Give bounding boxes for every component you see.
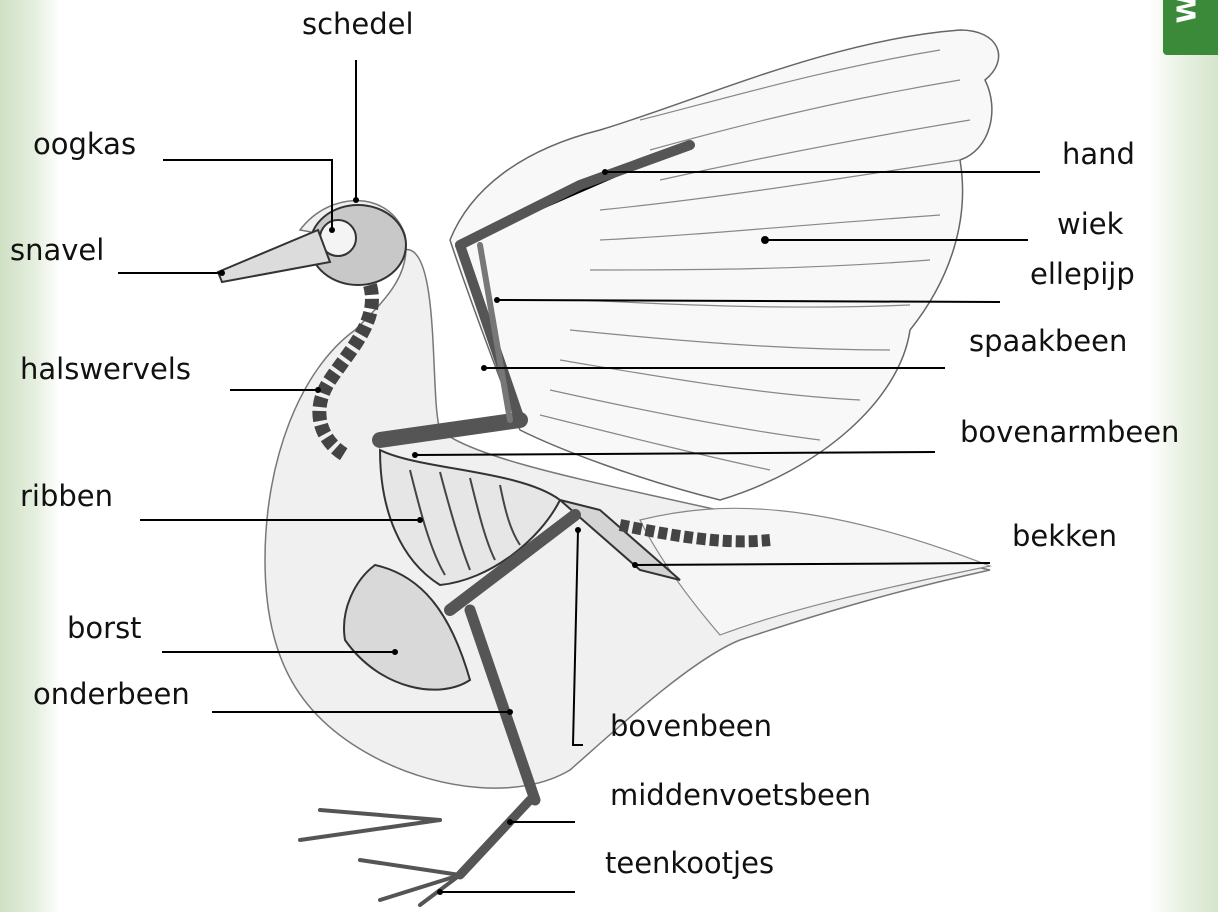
label-onderbeen: onderbeen [33,680,190,709]
label-spaakbeen: spaakbeen [969,327,1127,356]
leader-line-oogkas [163,160,332,230]
label-bekken: bekken [1012,522,1117,551]
label-schedel: schedel [302,10,414,39]
label-bovenarmbeen: bovenarmbeen [960,418,1179,447]
label-hand: hand [1062,140,1135,169]
label-middenvoetsbeen: middenvoetsbeen [610,781,871,810]
toes-shape [300,810,460,905]
wing-outline [450,30,999,500]
label-bovenbeen: bovenbeen [610,712,772,741]
label-borst: borst [67,614,142,643]
label-ribben: ribben [20,482,113,511]
label-ellepijp: ellepijp [1030,260,1135,289]
label-oogkas: oogkas [33,130,136,159]
label-halswervels: halswervels [20,355,191,384]
label-wiek: wiek [1057,210,1123,239]
beak-shape [218,230,330,282]
tarsus-shape [460,800,530,875]
label-teenkootjes: teenkootjes [605,849,774,878]
label-snavel: snavel [10,236,104,265]
